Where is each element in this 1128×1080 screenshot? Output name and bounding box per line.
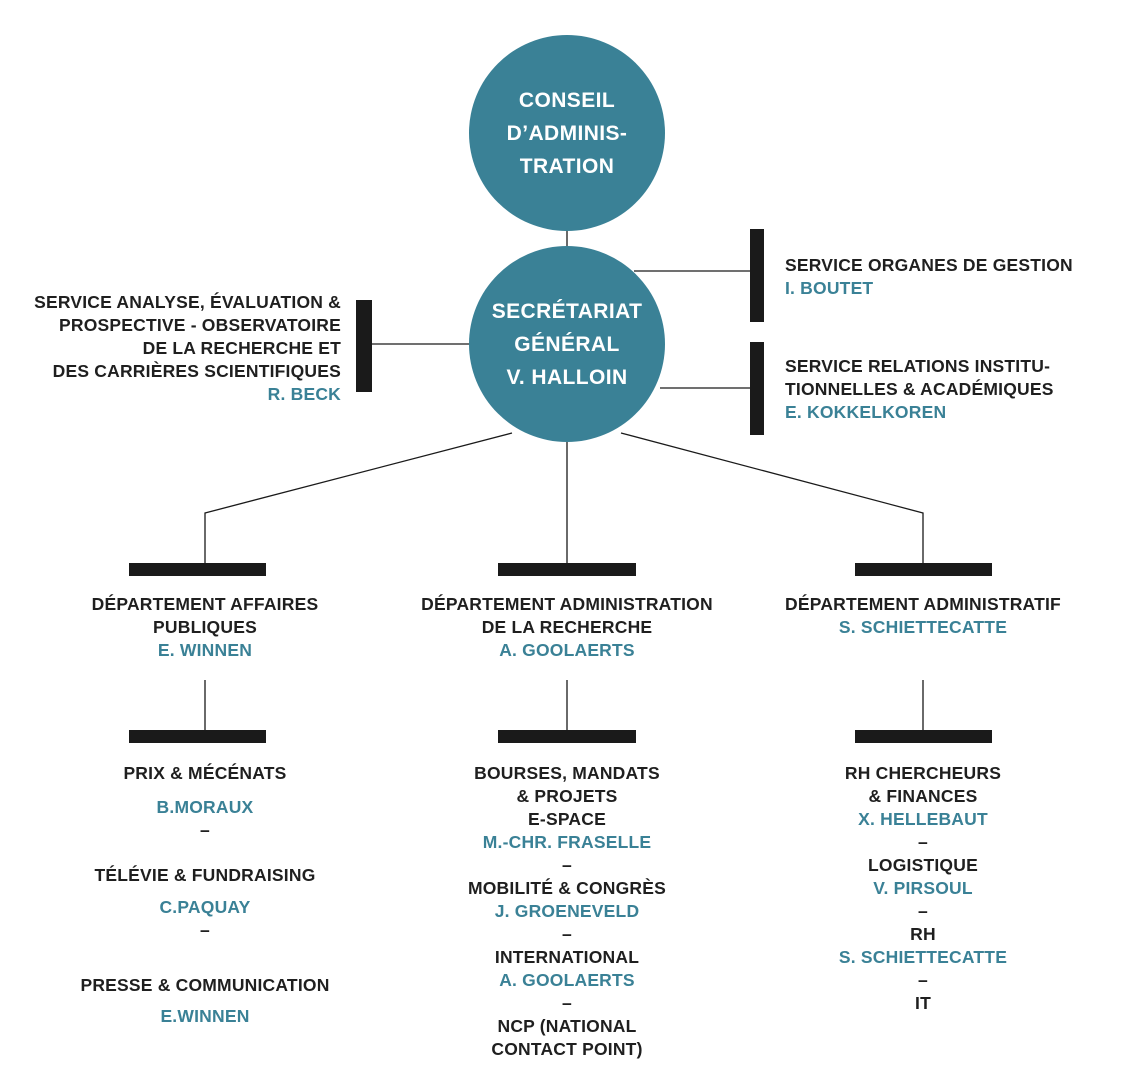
unit-bourses-line-1: BOURSES, MANDATS — [474, 763, 660, 783]
unit-ncp-line-1: NCP (NATIONAL — [497, 1016, 637, 1036]
unit-bourses-line-3: E-SPACE — [528, 809, 606, 829]
dept-affaires-line-1: DÉPARTEMENT AFFAIRES — [91, 594, 319, 614]
unit-ncp-line-2: CONTACT POINT) — [491, 1039, 643, 1059]
service-analyse-block: SERVICE ANALYSE, ÉVALUATION & PROSPECTIV… — [34, 291, 341, 406]
unit-logistique-person: V. PIRSOUL — [873, 878, 973, 898]
dept-administratif-line-1: DÉPARTEMENT ADMINISTRATIF — [785, 594, 1061, 614]
service-organes-person: I. BOUTET — [785, 278, 874, 298]
unit-international-title: INTERNATIONAL — [494, 947, 640, 967]
separator: – — [200, 820, 210, 840]
left-units-block: PRIX & MÉCÉNATS B.MORAUX – TÉLÉVIE & FUN… — [45, 762, 365, 1028]
service-relations-block: SERVICE RELATIONS INSTITU- TIONNELLES & … — [785, 355, 1054, 424]
conseil-line-1: CONSEIL — [518, 88, 616, 112]
unit-prix-title: PRIX & MÉCÉNATS — [123, 763, 287, 783]
unit-rh-chercheurs-line-2: & FINANCES — [868, 786, 978, 806]
unit-presse-title: PRESSE & COMMUNICATION — [80, 975, 330, 995]
dept-affaires-person: E. WINNEN — [157, 640, 253, 660]
separator: – — [918, 832, 928, 852]
secretariat-line-3: V. HALLOIN — [506, 365, 628, 389]
bar-service-relations — [750, 342, 764, 435]
separator: – — [562, 993, 572, 1013]
dept-affaires-block: DÉPARTEMENT AFFAIRES PUBLIQUES E. WINNEN — [45, 593, 365, 662]
bar-units-left — [129, 730, 266, 743]
unit-rh-person: S. SCHIETTECATTE — [838, 947, 1008, 967]
dept-admin-recherche-block: DÉPARTEMENT ADMINISTRATION DE LA RECHERC… — [387, 593, 747, 662]
unit-bourses-line-2: & PROJETS — [516, 786, 618, 806]
dept-admin-recherche-person: A. GOOLAERTS — [499, 640, 635, 660]
unit-rh-chercheurs-line-1: RH CHERCHEURS — [844, 763, 1002, 783]
service-analyse-person: R. BECK — [267, 384, 341, 404]
unit-bourses-person: M.-CHR. FRASELLE — [482, 832, 652, 852]
link-secretariat-dept-left — [204, 432, 513, 563]
dept-affaires-line-2: PUBLIQUES — [153, 617, 257, 637]
link-secretariat-dept-right — [620, 432, 924, 563]
unit-mobilite-person: J. GROENEVELD — [494, 901, 640, 921]
bar-dept-admin-recherche — [498, 563, 636, 576]
service-analyse-line-3: DE LA RECHERCHE ET — [142, 338, 341, 358]
service-organes-title: SERVICE ORGANES DE GESTION — [785, 255, 1073, 275]
secretariat-line-2: GÉNÉRAL — [514, 332, 620, 356]
unit-mobilite-title: MOBILITÉ & CONGRÈS — [467, 878, 667, 898]
bar-dept-administratif — [855, 563, 992, 576]
separator: – — [918, 970, 928, 990]
unit-logistique-title: LOGISTIQUE — [868, 855, 978, 875]
conseil-line-2: D’ADMINIS- — [506, 121, 628, 145]
bar-units-middle — [498, 730, 636, 743]
conseil-line-3: TRATION — [519, 154, 615, 178]
dept-administratif-person: S. SCHIETTECATTE — [838, 617, 1008, 637]
unit-it-title: IT — [915, 993, 931, 1013]
service-relations-line-2: TIONNELLES & ACADÉMIQUES — [785, 379, 1054, 399]
unit-rh-title: RH — [910, 924, 936, 944]
bar-service-analyse — [356, 300, 372, 392]
secretariat-circle: SECRÉTARIAT GÉNÉRAL V. HALLOIN — [469, 246, 665, 442]
middle-units-block: BOURSES, MANDATS & PROJETS E-SPACE M.-CH… — [407, 762, 727, 1061]
dept-admin-recherche-line-1: DÉPARTEMENT ADMINISTRATION — [421, 594, 713, 614]
unit-presse-person: E.WINNEN — [160, 1006, 250, 1026]
unit-prix-person: B.MORAUX — [156, 797, 254, 817]
secretariat-line-1: SECRÉTARIAT — [491, 299, 643, 323]
bar-units-right — [855, 730, 992, 743]
service-analyse-line-2: PROSPECTIVE - OBSERVATOIRE — [58, 315, 341, 335]
conseil-circle: CONSEIL D’ADMINIS- TRATION — [469, 35, 665, 231]
right-units-block: RH CHERCHEURS & FINANCES X. HELLEBAUT – … — [763, 762, 1083, 1015]
separator: – — [562, 855, 572, 875]
service-relations-person: E. KOKKELKOREN — [785, 402, 947, 422]
service-analyse-line-4: DES CARRIÈRES SCIENTIFIQUES — [52, 361, 341, 381]
bar-dept-affaires — [129, 563, 266, 576]
separator: – — [918, 901, 928, 921]
unit-televie-person: C.PAQUAY — [159, 897, 251, 917]
service-organes-block: SERVICE ORGANES DE GESTION I. BOUTET — [785, 254, 1073, 300]
separator: – — [562, 924, 572, 944]
bar-service-organes — [750, 229, 764, 322]
unit-televie-title: TÉLÉVIE & FUNDRAISING — [94, 865, 316, 885]
service-relations-line-1: SERVICE RELATIONS INSTITU- — [785, 356, 1051, 376]
unit-rh-chercheurs-person: X. HELLEBAUT — [858, 809, 988, 829]
separator: – — [200, 920, 210, 940]
service-analyse-line-1: SERVICE ANALYSE, ÉVALUATION & — [34, 292, 341, 312]
dept-administratif-block: DÉPARTEMENT ADMINISTRATIF S. SCHIETTECAT… — [763, 593, 1083, 639]
unit-international-person: A. GOOLAERTS — [499, 970, 635, 990]
dept-admin-recherche-line-2: DE LA RECHERCHE — [481, 617, 653, 637]
